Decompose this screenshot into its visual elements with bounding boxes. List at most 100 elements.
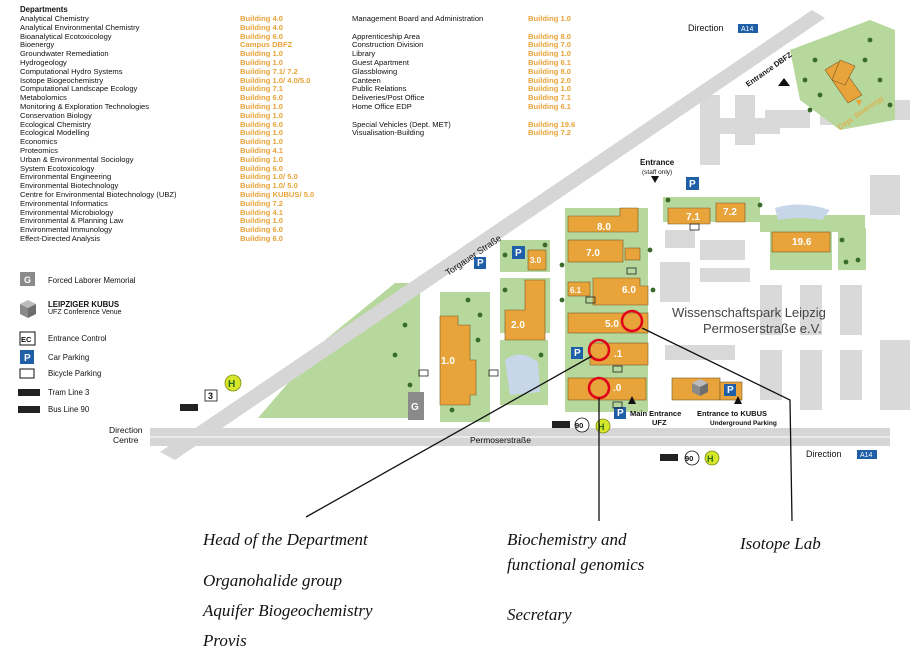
- svg-text:8.0: 8.0: [597, 222, 611, 233]
- direction-centre-line2: Centre: [113, 435, 139, 445]
- bioenergy-arrow: [856, 100, 862, 106]
- department-name: System Ecotoxicology: [20, 163, 95, 173]
- department-name: Proteomics: [20, 146, 58, 155]
- direction-top-label: Direction: [688, 23, 724, 33]
- department-name: Analytical Chemistry: [20, 14, 89, 23]
- department-building: Building 1.0: [240, 137, 284, 147]
- service-building: Building 1.0: [528, 84, 572, 94]
- department-name: Bioanalytical Ecotoxicology: [20, 31, 112, 41]
- service-name: Glassblowing: [352, 66, 398, 76]
- department-building: Building 7.1: [240, 84, 284, 94]
- highlight-head-of-department: [587, 338, 611, 362]
- svg-text:.0: .0: [613, 383, 622, 394]
- service-name: Public Relations: [352, 84, 407, 94]
- department-building: Building 4.0: [240, 22, 284, 32]
- svg-text:90: 90: [575, 421, 583, 430]
- svg-text:3: 3: [208, 391, 213, 401]
- department-name: Bioenergy: [20, 40, 55, 50]
- legend-forced-labor: Forced Laborer Memorial: [48, 276, 136, 285]
- department-building: Building 1.0: [240, 154, 284, 164]
- department-building: Building 1.0/ 4.0/5.0: [240, 75, 311, 85]
- svg-text:P: P: [515, 248, 522, 259]
- department-name: Groundwater Remediation: [20, 49, 109, 59]
- svg-text:P: P: [574, 348, 581, 359]
- department-building: Building 6.0: [240, 234, 284, 243]
- service-building: Building 6.1: [528, 102, 572, 111]
- service-name: Management Board and Administration: [352, 14, 484, 23]
- service-building: Building 7.2: [528, 128, 572, 138]
- legend-tram: Tram Line 3: [48, 388, 90, 397]
- departments-heading: Departments: [20, 5, 68, 14]
- department-building: Building 1.0: [240, 58, 284, 67]
- memorial-label: G: [411, 402, 419, 413]
- svg-text:.1: .1: [614, 349, 623, 360]
- department-name: Conservation Biology: [20, 110, 92, 120]
- permoserstrasse-label: Permoserstraße: [470, 435, 531, 445]
- department-building: Building KUBUS/ 5.0: [240, 190, 315, 199]
- pond: [505, 354, 540, 395]
- entrance-staff-arrow: [651, 176, 659, 183]
- svg-text:P: P: [477, 258, 484, 269]
- building-labels: 8.0 7.0 7.1 7.2 19.6 3.0 6.1 6.0 2.0 5.0…: [441, 207, 812, 394]
- underground-parking-label: Underground Parking: [710, 420, 777, 427]
- department-name: Centre for Environmental Biotechnology (…: [20, 190, 177, 199]
- main-entrance-arrow: [628, 396, 636, 404]
- department-building: Building 6.0: [240, 119, 284, 129]
- callout-lines: [305, 327, 793, 522]
- bicycle-parking-icons: [418, 223, 700, 409]
- staff-only-label: (staff only): [642, 169, 672, 176]
- ufz-label: UFZ: [652, 418, 667, 427]
- department-name: Economics: [20, 137, 58, 147]
- department-building: Building 1.0: [240, 110, 284, 120]
- direction-right-label: Direction: [806, 449, 842, 459]
- transit-stops: H 3 H 90 H 90: [180, 374, 720, 466]
- svg-text:7.1: 7.1: [686, 212, 700, 223]
- department-name: Monitoring & Exploration Technologies: [20, 102, 150, 111]
- svg-text:6.1: 6.1: [570, 286, 582, 295]
- service-name: Home Office EDP: [352, 102, 412, 111]
- highlight-circles: [587, 309, 644, 400]
- legend-kubus-sub: UFZ Conference Venue: [48, 309, 122, 316]
- department-name: Urban & Environmental Sociology: [20, 154, 134, 164]
- direction-centre-line1: Direction: [109, 425, 143, 435]
- svg-text:P: P: [689, 179, 696, 190]
- entrance-staff-label: Entrance: [640, 158, 675, 167]
- department-name: Environmental Biotechnology: [20, 181, 119, 191]
- svg-text:2.0: 2.0: [511, 320, 525, 331]
- department-building: Building 7.2: [240, 198, 284, 208]
- department-name: Hydrogeology: [20, 58, 67, 67]
- service-building: Building 1.0: [528, 49, 572, 59]
- svg-text:5.0: 5.0: [605, 319, 619, 330]
- service-name: Visualisation-Building: [352, 128, 425, 138]
- department-name: Environmental Engineering: [20, 172, 112, 182]
- svg-text:P: P: [727, 385, 734, 396]
- callout-head-of-department: Head of the Department: [203, 530, 368, 549]
- svg-text:6.0: 6.0: [622, 285, 636, 296]
- parking-icons: P P P P P P: [474, 177, 736, 419]
- department-name: Computational Hydro Systems: [20, 66, 123, 76]
- service-building: Building 8.0: [528, 31, 572, 41]
- department-name: Ecological Modelling: [20, 128, 90, 138]
- svg-text:EC: EC: [21, 335, 32, 344]
- highlight-isotope-lab: [620, 309, 644, 333]
- kubus-entrance-arrow: [734, 396, 742, 404]
- department-building: Building 7.1/ 7.2: [240, 66, 298, 76]
- legend-kubus-title: LEIPZIGER KUBUS: [48, 300, 120, 309]
- a14-sign-top-text: A14: [741, 26, 754, 33]
- department-building: Building 4.1: [240, 146, 284, 155]
- a14-sign-top: [738, 24, 758, 33]
- torgauer-strasse-road: [160, 10, 825, 460]
- svg-text:G: G: [24, 275, 31, 285]
- department-name: Metabolomics: [20, 93, 67, 103]
- callout-biochemistry-line1: Biochemistry and: [507, 530, 627, 549]
- service-building: Building 6.1: [528, 58, 572, 67]
- callout-biochemistry-line2: functional genomics: [507, 555, 645, 574]
- neighbor-buildings: [660, 95, 910, 410]
- department-name: Ecological Chemistry: [20, 119, 91, 129]
- service-building: Building 19.6: [528, 119, 576, 129]
- callout-provis: Provis: [203, 631, 247, 650]
- callout-secretary: Secretary: [507, 605, 572, 624]
- service-name: Canteen: [352, 75, 381, 85]
- legend-bicycle-parking: Bicycle Parking: [48, 369, 102, 378]
- service-name: Special Vehicles (Dept. MET): [352, 119, 451, 129]
